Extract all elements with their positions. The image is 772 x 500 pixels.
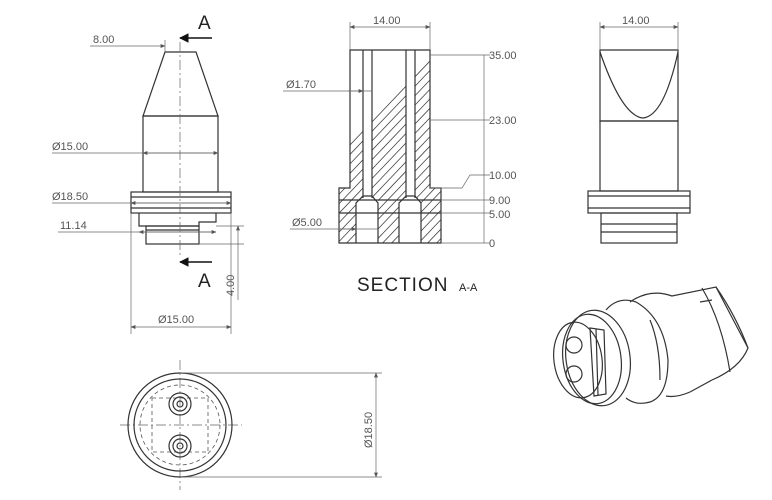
- dim-base-diameter-label: Ø15.00: [158, 314, 194, 326]
- dim-pin-diameter: Ø5.00: [290, 217, 378, 231]
- iso-pin-top: [565, 336, 583, 354]
- isometric-view: [553, 286, 749, 407]
- dim-side-width-label: 14.00: [622, 15, 650, 27]
- dim-height-35: 35.00: [489, 50, 517, 62]
- iso-pin-bottom: [565, 365, 583, 383]
- iso-base-face: [553, 321, 603, 399]
- section-view: 14.00 Ø1.70 Ø5.00 35.00 23.00 10.00 9.00: [283, 15, 517, 296]
- dim-bottom-diameter: Ø18.50: [180, 372, 382, 478]
- dim-flange-diameter: Ø18.50: [52, 191, 232, 205]
- front-flange: [130, 191, 232, 214]
- bottom-hole-top: [168, 392, 192, 416]
- dim-side-width: 14.00: [599, 15, 679, 50]
- section-title: SECTION: [357, 275, 448, 296]
- iso-tip: [629, 286, 749, 398]
- bottom-view: Ø18.50: [120, 360, 382, 490]
- dim-top-width-label: 8.00: [93, 34, 114, 46]
- dim-step-width: 11.14: [58, 220, 217, 234]
- dim-pin-diameter-label: Ø5.00: [292, 217, 322, 229]
- dim-section-heights: 35.00 23.00 10.00 9.00 5.00 0: [430, 50, 517, 250]
- bottom-hole-bottom: [168, 434, 192, 458]
- front-taper: [142, 51, 219, 117]
- dim-section-width: 14.00: [349, 15, 431, 50]
- dim-height-10: 10.00: [489, 170, 517, 182]
- front-step: [138, 213, 217, 227]
- front-pin: [145, 225, 200, 245]
- section-outline: [338, 49, 442, 244]
- dim-height-9: 9.00: [489, 195, 510, 207]
- dim-height-0: 0: [489, 238, 495, 250]
- dim-height-23: 23.00: [489, 115, 517, 127]
- section-suffix: A-A: [459, 282, 478, 294]
- section-marker-bottom: A: [198, 271, 211, 292]
- section-marker-top: A: [198, 13, 211, 34]
- dim-base-diameter: Ø15.00: [130, 213, 232, 334]
- dim-section-width-label: 14.00: [373, 15, 401, 27]
- side-chisel-curve: [599, 51, 679, 119]
- dim-bore-diameter-label: Ø1.70: [286, 79, 316, 91]
- dim-top-width: 8.00: [90, 34, 166, 52]
- dim-bottom-diameter-label: Ø18.50: [363, 412, 375, 448]
- side-flange: [587, 190, 691, 214]
- dim-body-diameter: Ø15.00: [52, 141, 219, 155]
- dim-height-5: 5.00: [489, 209, 510, 221]
- side-base: [600, 212, 678, 244]
- side-view: 14.00: [587, 15, 691, 244]
- iso-cylinder: [605, 299, 669, 404]
- front-view: A A 8.00 Ø15.00 Ø18.50 11.14: [52, 13, 244, 334]
- dim-flange-diameter-label: Ø18.50: [52, 191, 88, 203]
- side-body: [599, 120, 679, 192]
- dim-bore-diameter: Ø1.70: [283, 79, 372, 93]
- front-body: [142, 115, 219, 193]
- side-top: [599, 49, 679, 122]
- iso-flange: [565, 309, 631, 407]
- iso-key: [589, 327, 607, 397]
- dim-step-width-label: 11.14: [60, 220, 87, 232]
- dim-body-diameter-label: Ø15.00: [52, 141, 88, 153]
